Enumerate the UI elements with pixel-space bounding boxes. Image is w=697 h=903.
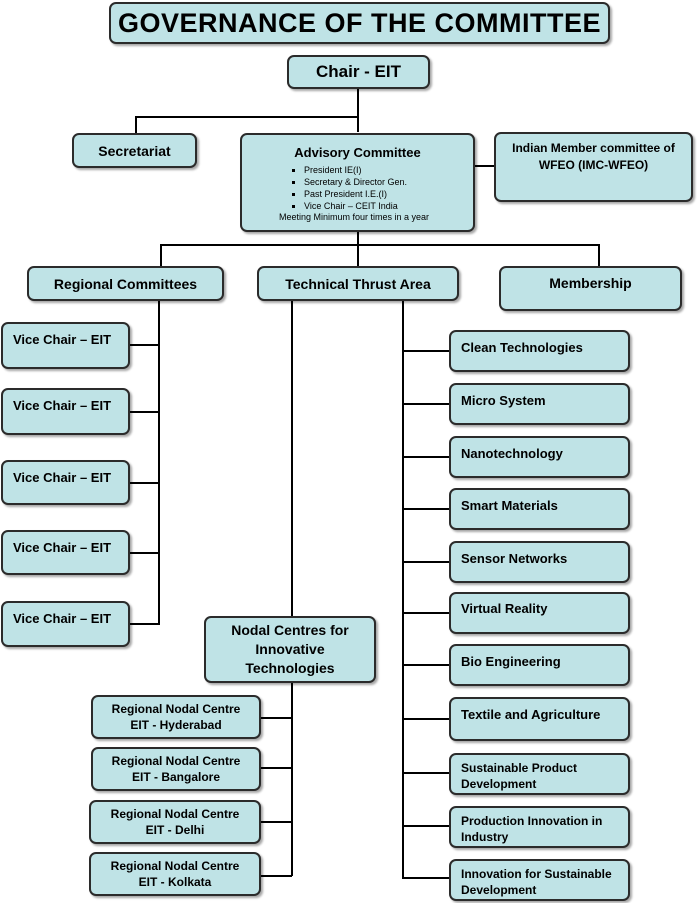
connector-line: [357, 88, 359, 132]
connector-line: [402, 664, 450, 666]
advisory-meeting-note: Meeting Minimum four times in a year: [279, 212, 430, 222]
advisory-member: President IE(I): [304, 164, 473, 176]
connector-line: [130, 482, 160, 484]
connector-line: [402, 508, 450, 510]
thrust-area-box: Clean Technologies: [449, 330, 630, 372]
connector-line: [160, 244, 162, 267]
connector-line: [357, 244, 359, 267]
connector-line: [130, 623, 160, 625]
advisory-member: Secretary & Director Gen.: [304, 176, 473, 188]
connector-line: [135, 116, 359, 118]
connector-line: [402, 300, 404, 878]
connector-line: [402, 772, 450, 774]
advisory-committee-title: Advisory Committee: [294, 145, 421, 160]
connector-line: [402, 561, 450, 563]
regional-committees-box: Regional Committees: [27, 266, 224, 301]
thrust-area-box: Production Innovation in Industry: [449, 806, 630, 848]
technical-thrust-area-box: Technical Thrust Area: [257, 266, 459, 301]
vice-chair-box: Vice Chair – EIT: [1, 388, 130, 435]
advisory-members-list: President IE(I) Secretary & Director Gen…: [242, 164, 473, 212]
connector-line: [160, 244, 600, 246]
thrust-area-box: Smart Materials: [449, 488, 630, 530]
regional-nodal-centre-box: Regional Nodal Centre EIT - Delhi: [89, 800, 261, 844]
connector-line: [260, 875, 292, 877]
connector-line: [130, 344, 160, 346]
thrust-area-box: Sensor Networks: [449, 541, 630, 583]
connector-line: [260, 717, 292, 719]
advisory-committee-box: Advisory Committee President IE(I) Secre…: [240, 133, 475, 232]
thrust-area-box: Virtual Reality: [449, 592, 630, 634]
connector-line: [260, 821, 292, 823]
vice-chair-box: Vice Chair – EIT: [1, 460, 130, 505]
advisory-member: Past President I.E.(I): [304, 188, 473, 200]
connector-line: [402, 403, 450, 405]
connector-line: [474, 165, 496, 167]
connector-line: [260, 767, 292, 769]
thrust-area-box: Innovation for Sustainable Development: [449, 859, 630, 901]
thrust-area-box: Textile and Agriculture: [449, 697, 630, 741]
membership-box: Membership: [499, 266, 682, 311]
connector-line: [598, 244, 600, 267]
regional-nodal-centre-box: Regional Nodal Centre EIT - Kolkata: [89, 852, 261, 896]
connector-line: [402, 350, 450, 352]
vice-chair-box: Vice Chair – EIT: [1, 322, 130, 369]
vice-chair-box: Vice Chair – EIT: [1, 601, 130, 647]
connector-line: [402, 877, 450, 879]
secretariat-box: Secretariat: [72, 133, 197, 168]
chair-box: Chair - EIT: [287, 55, 430, 89]
regional-nodal-centre-box: Regional Nodal Centre EIT - Bangalore: [91, 747, 261, 791]
connector-line: [402, 718, 450, 720]
thrust-area-box: Sustainable Product Development: [449, 753, 630, 795]
connector-line: [130, 552, 160, 554]
connector-line: [291, 682, 293, 876]
connector-line: [402, 456, 450, 458]
connector-line: [357, 230, 359, 245]
advisory-member: Vice Chair – CEIT India: [304, 200, 473, 212]
connector-line: [135, 116, 137, 133]
connector-line: [402, 825, 450, 827]
regional-nodal-centre-box: Regional Nodal Centre EIT - Hyderabad: [91, 695, 261, 739]
vice-chair-box: Vice Chair – EIT: [1, 530, 130, 575]
connector-line: [291, 300, 293, 617]
page-title: GOVERNANCE OF THE COMMITTEE: [109, 2, 610, 44]
nodal-centres-box: Nodal Centres for Innovative Technologie…: [204, 616, 376, 683]
connector-line: [158, 300, 160, 625]
thrust-area-box: Nanotechnology: [449, 436, 630, 478]
connector-line: [130, 411, 160, 413]
thrust-area-box: Micro System: [449, 383, 630, 425]
connector-line: [402, 612, 450, 614]
thrust-area-box: Bio Engineering: [449, 644, 630, 686]
indian-member-committee-box: Indian Member committee of WFEO (IMC-WFE…: [494, 132, 693, 202]
